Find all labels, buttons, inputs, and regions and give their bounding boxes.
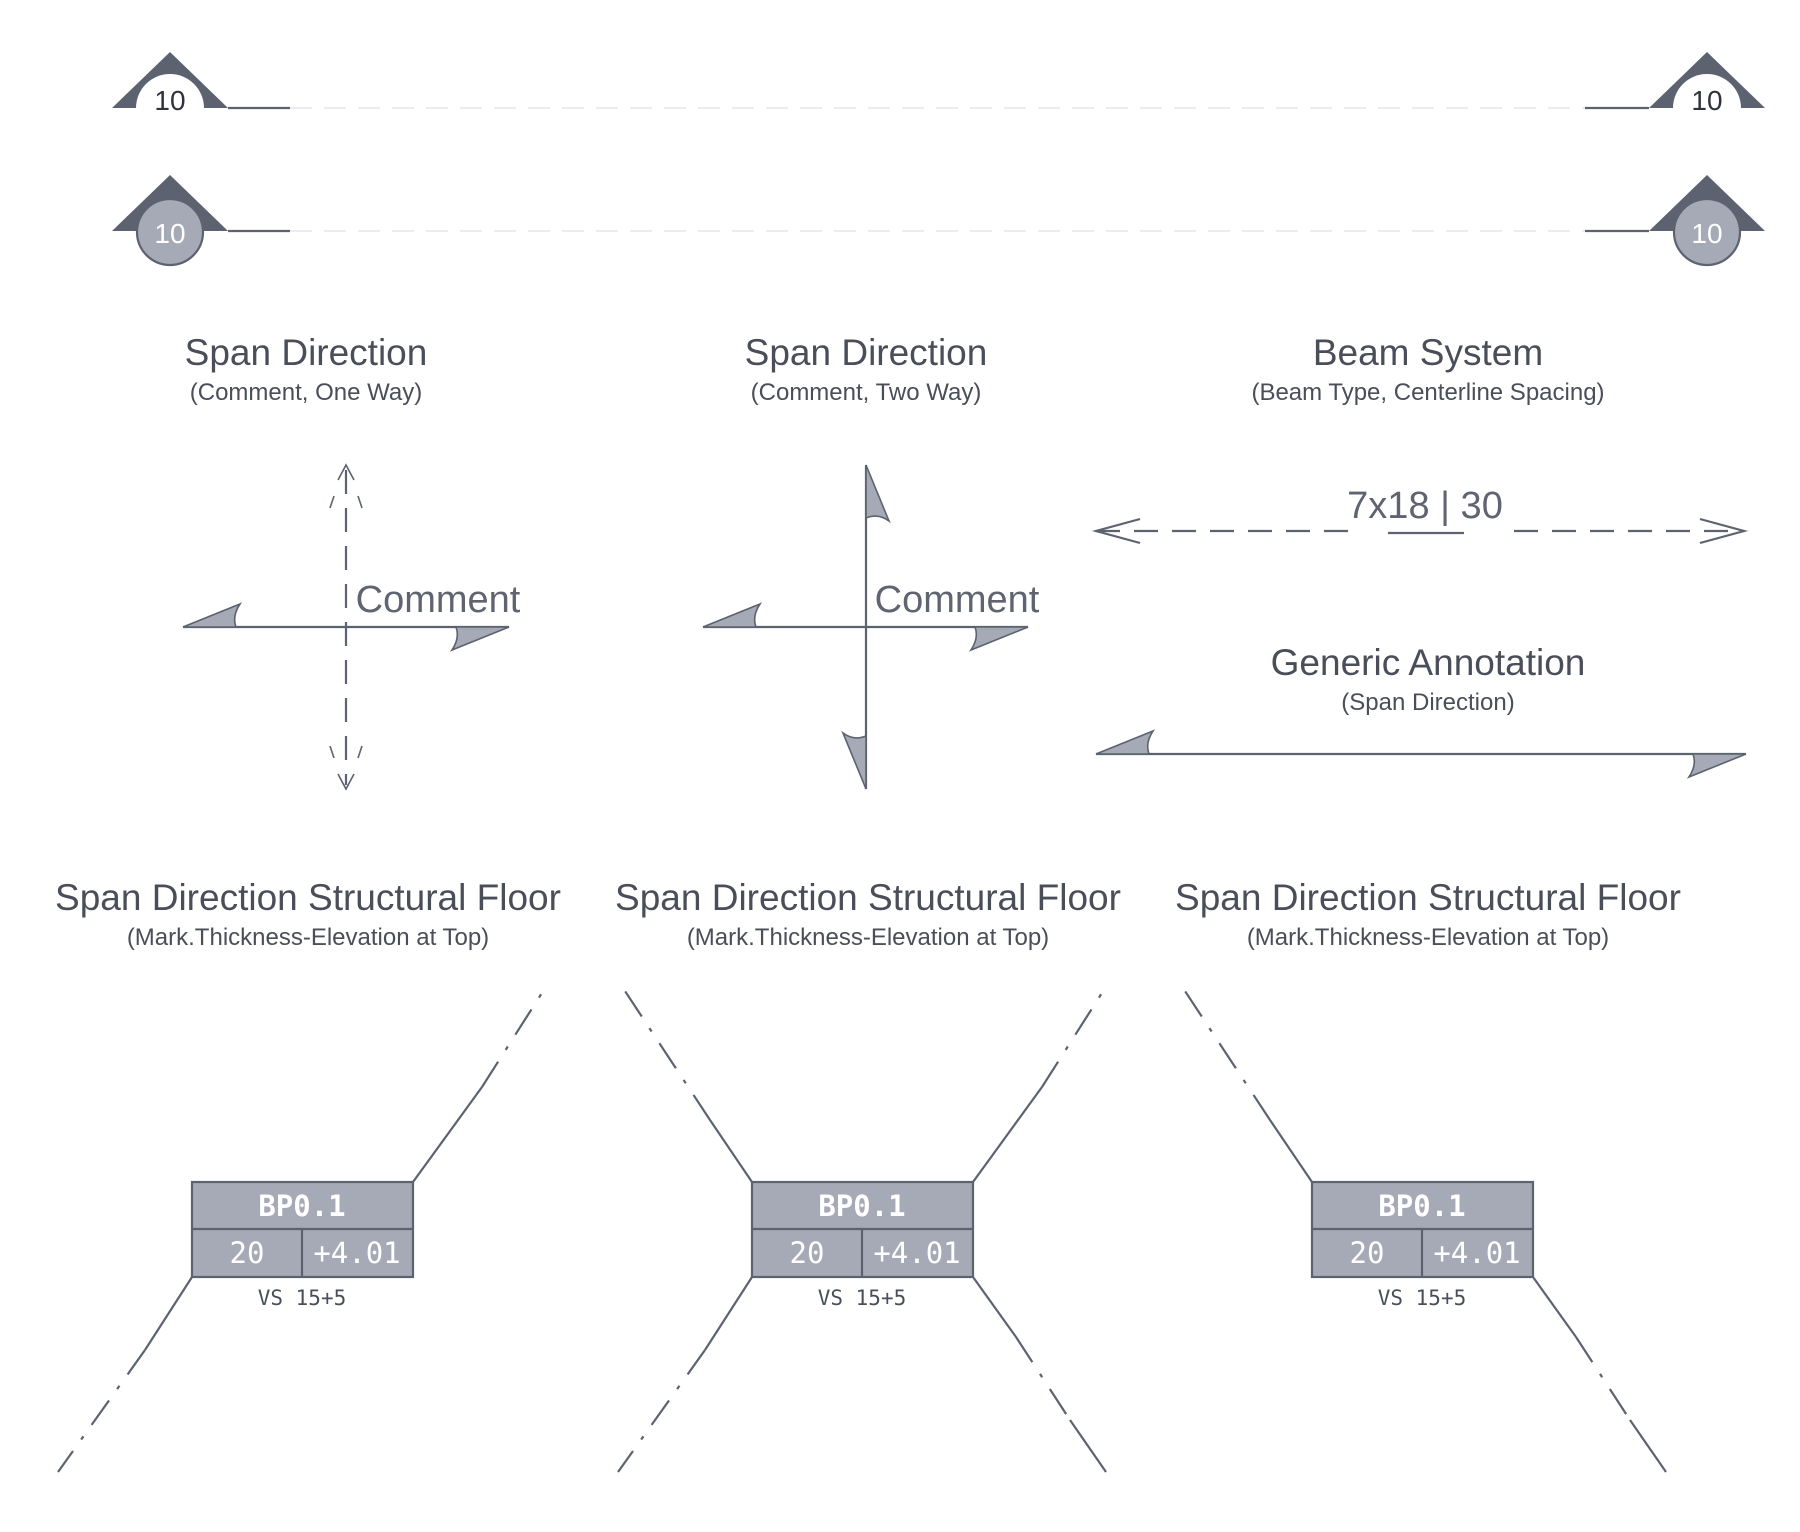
half-arrow-right-icon	[1686, 753, 1747, 779]
floor-mark: BP0.1	[818, 1189, 905, 1223]
arrow-left-icon	[1091, 517, 1141, 545]
leader-line	[1532, 1276, 1577, 1338]
leader-line-dashed	[481, 984, 548, 1088]
floor-elevation: +4.01	[313, 1236, 400, 1270]
floor-note: VS 15+5	[818, 1286, 907, 1310]
floor-elevation: +4.01	[1433, 1236, 1520, 1270]
grid-label: 10	[1691, 218, 1722, 249]
leader-line	[1269, 1119, 1313, 1183]
floor-thickness: 20	[790, 1236, 825, 1270]
arrow-tick	[329, 745, 335, 759]
floor-note: VS 15+5	[258, 1286, 347, 1310]
structural-floor-symbol-2[interactable]: BP0.1 20 +4.01 VS 15+5	[617, 984, 1108, 1473]
leader-line-dashed	[620, 984, 711, 1121]
structural-floor-title-1: Span Direction Structural Floor	[55, 877, 561, 918]
floor-thickness: 20	[230, 1236, 265, 1270]
structural-floor-symbol-1[interactable]: BP0.1 20 +4.01 VS 15+5	[57, 984, 548, 1473]
arrow-tick	[357, 495, 363, 509]
floor-mark: BP0.1	[258, 1189, 345, 1223]
span-two-way-title: Span Direction	[745, 332, 988, 373]
grid-head-right-1[interactable]: 10	[1585, 52, 1765, 150]
span-one-way-title: Span Direction	[185, 332, 428, 373]
floor-elevation: +4.01	[873, 1236, 960, 1270]
structural-floor-subtitle-1: (Mark.Thickness-Elevation at Top)	[127, 924, 489, 951]
structural-floor-title-2: Span Direction Structural Floor	[615, 877, 1121, 918]
grid-label: 10	[154, 218, 185, 249]
half-arrow-right-icon	[449, 626, 510, 652]
grid-line-row-1: 10 10	[112, 52, 1765, 150]
grid-head-right-2[interactable]: 10	[1585, 175, 1765, 267]
leader-line	[972, 1276, 1017, 1338]
structural-floor-title-3: Span Direction Structural Floor	[1175, 877, 1681, 918]
leader-line-dashed	[1180, 984, 1271, 1121]
grid-line-row-2: 10 10	[112, 175, 1765, 267]
span-direction-two-way-symbol[interactable]: Comment	[702, 464, 1040, 790]
grid-bubble-mask	[1666, 110, 1748, 150]
leader-line-dashed	[57, 1349, 146, 1473]
structural-floor-subtitle-2: (Mark.Thickness-Elevation at Top)	[687, 924, 1049, 951]
grid-label: 10	[1691, 85, 1722, 116]
grid-bubble	[135, 197, 205, 267]
half-arrow-left-icon	[702, 602, 763, 628]
leader-line	[709, 1119, 753, 1183]
arrow-tick	[329, 495, 335, 509]
leader-line	[972, 1086, 1043, 1183]
span-comment: Comment	[356, 579, 521, 621]
leader-line	[704, 1276, 753, 1351]
arrow-down-icon	[337, 773, 355, 791]
leader-line-dashed	[1575, 1336, 1631, 1421]
leader-line-dashed	[1041, 984, 1108, 1088]
grid-head-left-1[interactable]: 10	[112, 52, 290, 150]
floor-note: VS 15+5	[1378, 1286, 1467, 1310]
arrow-right-icon	[1699, 517, 1749, 545]
leader-line	[1069, 1419, 1107, 1473]
leader-line-dashed	[1015, 1336, 1071, 1421]
leader-line	[144, 1276, 193, 1351]
structural-floor-symbol-3[interactable]: BP0.1 20 +4.01 VS 15+5	[1180, 984, 1667, 1473]
half-arrow-down-icon	[841, 730, 867, 790]
beam-system-symbol[interactable]: 7x18 | 30	[1091, 485, 1749, 545]
grid-bubble-mask	[130, 110, 212, 150]
arrow-tick	[357, 745, 363, 759]
leader-line	[412, 1086, 483, 1183]
half-arrow-right-icon	[968, 626, 1029, 652]
half-arrow-left-icon	[1095, 729, 1156, 755]
half-arrow-up-icon	[865, 464, 891, 524]
structural-floor-subtitle-3: (Mark.Thickness-Elevation at Top)	[1247, 924, 1609, 951]
floor-thickness: 20	[1350, 1236, 1385, 1270]
generic-annotation-title: Generic Annotation	[1271, 642, 1586, 683]
span-one-way-subtitle: (Comment, One Way)	[190, 379, 423, 406]
beam-label: 7x18 | 30	[1347, 485, 1503, 527]
span-two-way-subtitle: (Comment, Two Way)	[751, 379, 982, 406]
grid-bubble	[1672, 197, 1742, 267]
grid-head-left-2[interactable]: 10	[112, 175, 290, 267]
leader-line	[1629, 1419, 1667, 1473]
generic-annotation-subtitle: (Span Direction)	[1341, 689, 1514, 716]
span-comment: Comment	[875, 579, 1040, 621]
half-arrow-left-icon	[182, 602, 243, 628]
grid-label: 10	[154, 85, 185, 116]
span-direction-one-way-symbol[interactable]: Comment	[182, 463, 521, 791]
beam-system-title: Beam System	[1313, 332, 1543, 373]
beam-system-subtitle: (Beam Type, Centerline Spacing)	[1251, 379, 1604, 406]
leader-line-dashed	[617, 1349, 706, 1473]
floor-mark: BP0.1	[1378, 1189, 1465, 1223]
generic-annotation-symbol[interactable]	[1095, 729, 1747, 779]
arrow-up-icon	[337, 463, 355, 481]
